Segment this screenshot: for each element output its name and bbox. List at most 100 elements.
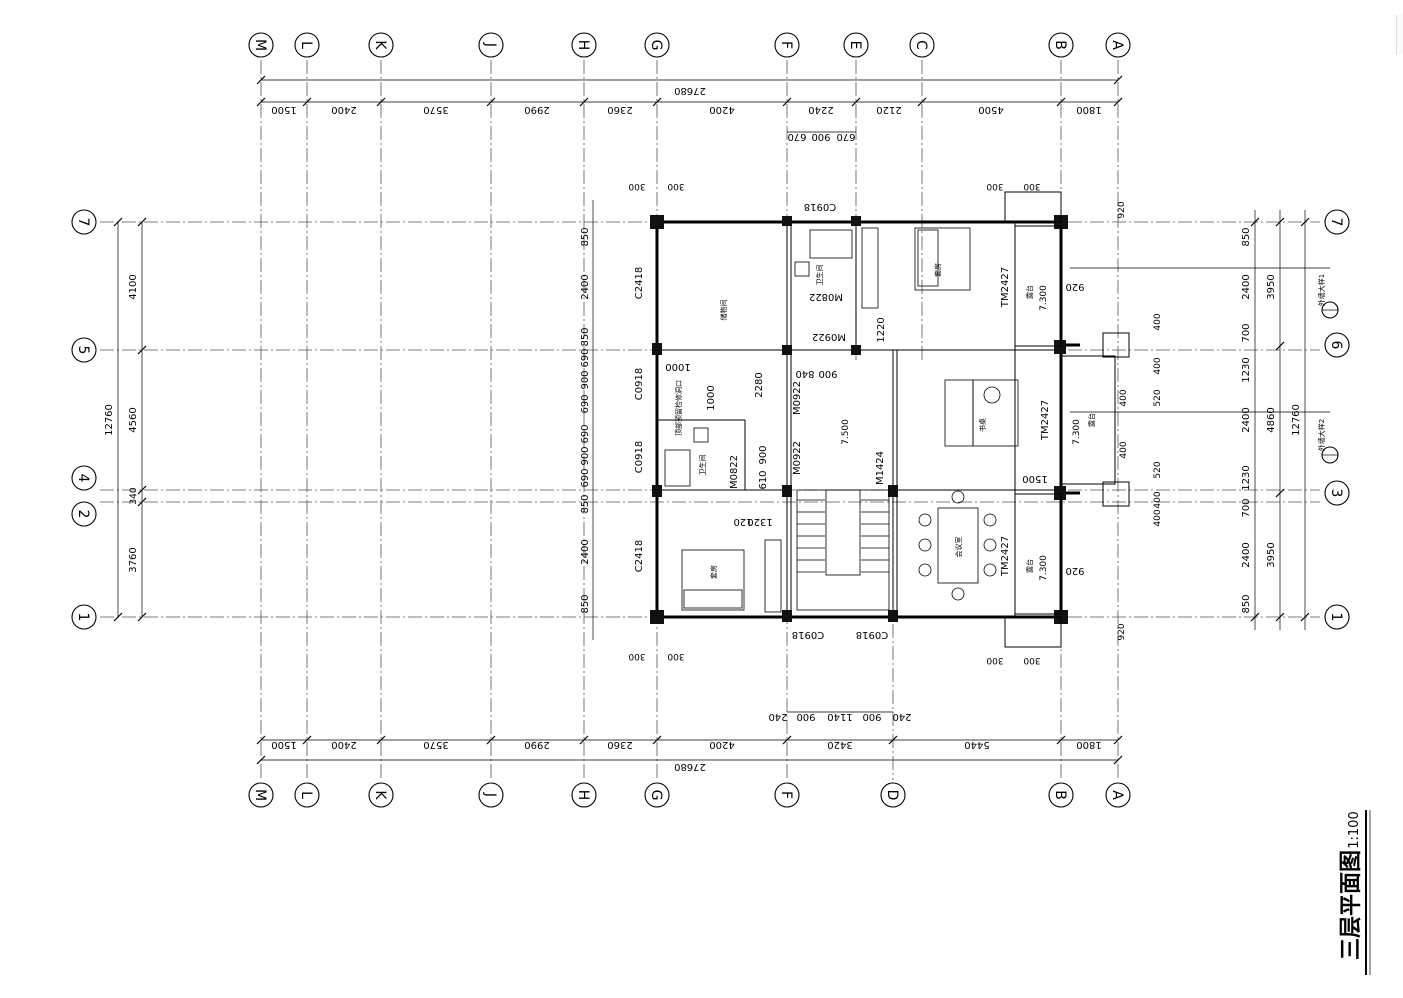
top-dimension-chain: 27680 1500 2400 3570 2990 2360 4200 2240… <box>256 75 1123 142</box>
svg-text:520: 520 <box>1153 461 1163 478</box>
svg-text:300: 300 <box>1023 655 1040 665</box>
svg-text:690: 690 <box>580 468 591 487</box>
svg-text:储物间: 储物间 <box>719 300 728 321</box>
dim-left-seg-3: 3760 <box>128 547 139 572</box>
svg-text:7.500: 7.500 <box>841 419 851 445</box>
axis-bubble-J-bottom: J <box>478 782 504 808</box>
svg-text:F: F <box>778 791 794 799</box>
scrollbar[interactable] <box>1396 15 1403 55</box>
svg-text:300: 300 <box>628 181 645 191</box>
svg-text:300: 300 <box>628 651 645 661</box>
svg-text:900: 900 <box>818 368 837 379</box>
axis-bubble-6-right: 6 <box>1324 332 1350 358</box>
svg-text:850: 850 <box>580 227 591 246</box>
dim-right-seg-2: 700 <box>1241 323 1252 342</box>
dim-top-seg-2: 3570 <box>423 104 448 115</box>
axis-bubble-5-left: 5 <box>71 337 97 363</box>
axis-bubble-2-left: 2 <box>71 501 97 527</box>
svg-text:300: 300 <box>986 655 1003 665</box>
dim-top-seg-5: 4200 <box>709 104 734 115</box>
svg-text:1: 1 <box>75 613 91 622</box>
dim-top-detail-0: 670 <box>787 131 806 142</box>
dim-bottom-seg-0: 1500 <box>271 739 296 750</box>
axis-bubble-4-left: 4 <box>71 465 97 491</box>
svg-text:H: H <box>575 40 591 51</box>
svg-text:C0918: C0918 <box>634 368 645 400</box>
svg-text:6: 6 <box>1328 341 1344 350</box>
svg-text:7.300: 7.300 <box>1072 419 1082 445</box>
dim-top-seg-9: 1800 <box>1076 104 1101 115</box>
svg-text:610: 610 <box>758 470 769 489</box>
axis-bubble-L-bottom: L <box>294 782 320 808</box>
svg-text:300: 300 <box>986 181 1003 191</box>
dim-right-sub-2: 3950 <box>1266 542 1277 567</box>
dim-top-seg-8: 4500 <box>978 104 1003 115</box>
svg-text:G: G <box>648 40 664 51</box>
svg-text:F: F <box>778 41 794 49</box>
toilet-icon <box>794 261 810 277</box>
dim-right-seg-3: 1230 <box>1241 357 1252 382</box>
dim-right-seg-5: 1230 <box>1241 465 1252 490</box>
svg-text:C0918: C0918 <box>856 629 888 640</box>
svg-text:1000: 1000 <box>665 361 690 372</box>
svg-text:1: 1 <box>1328 613 1344 622</box>
svg-text:书桌: 书桌 <box>978 418 987 432</box>
svg-text:M1424: M1424 <box>875 451 886 485</box>
dim-top-total: 27680 <box>674 85 706 96</box>
svg-text:露台: 露台 <box>1025 559 1034 573</box>
dim-left-seg-1: 4560 <box>128 407 139 432</box>
svg-text:7: 7 <box>75 218 91 227</box>
svg-text:K: K <box>372 790 388 800</box>
axis-bubble-1-left: 1 <box>71 604 97 630</box>
dim-right-sub-0: 3950 <box>1266 274 1277 299</box>
svg-text:920: 920 <box>1065 281 1084 292</box>
svg-text:7.300: 7.300 <box>1039 555 1049 581</box>
svg-text:L: L <box>298 41 314 49</box>
svg-text:2: 2 <box>75 510 91 519</box>
bed-icon <box>914 227 971 291</box>
svg-text:1000: 1000 <box>706 385 717 410</box>
svg-text:2400: 2400 <box>580 539 591 564</box>
dim-top-seg-7: 2120 <box>876 104 901 115</box>
dim-top-seg-0: 1500 <box>271 104 296 115</box>
svg-text:L: L <box>298 791 314 799</box>
bottom-axis-bubbles: M L K J H G F D B A <box>248 782 1131 808</box>
svg-text:A: A <box>1109 40 1125 50</box>
svg-text:M0922: M0922 <box>792 441 803 475</box>
svg-text:露台: 露台 <box>1087 413 1096 427</box>
svg-text:400: 400 <box>1119 389 1129 406</box>
svg-text:400: 400 <box>1153 509 1163 526</box>
svg-text:C2418: C2418 <box>634 267 645 299</box>
dim-left-total: 12760 <box>104 404 115 436</box>
svg-text:3: 3 <box>1328 489 1344 498</box>
svg-text:920: 920 <box>1117 623 1127 640</box>
dim-right-seg-0: 850 <box>1241 227 1252 246</box>
svg-text:C0918: C0918 <box>634 441 645 473</box>
dim-bottom-total: 27680 <box>674 761 706 772</box>
svg-text:400: 400 <box>1119 441 1129 458</box>
svg-text:C: C <box>913 40 929 50</box>
right-axis-bubbles: 7 6 3 1 <box>1324 209 1350 630</box>
staircase <box>796 489 890 611</box>
opening-labels: C0918 C0918 C0918 C0918 C0918 C2418 C241… <box>634 201 1051 640</box>
svg-text:300: 300 <box>667 181 684 191</box>
dim-bottom-detail-4: 240 <box>892 711 911 722</box>
svg-text:920: 920 <box>1065 565 1084 576</box>
svg-text:7.300: 7.300 <box>1039 285 1049 311</box>
svg-text:1500: 1500 <box>1022 473 1047 484</box>
dim-bottom-seg-7: 5440 <box>964 739 989 750</box>
svg-text:1220: 1220 <box>876 317 887 342</box>
terraces <box>1004 191 1130 648</box>
axis-bubble-A-bottom: A <box>1105 782 1131 808</box>
svg-text:2280: 2280 <box>754 372 765 397</box>
dim-right-seg-6: 700 <box>1241 498 1252 517</box>
axis-bubble-D-bottom: D <box>880 782 906 808</box>
svg-text:1320: 1320 <box>747 516 772 527</box>
dim-bottom-detail-2: 1140 <box>827 711 852 722</box>
axis-bubble-J-top: J <box>478 32 504 58</box>
bed-icon <box>681 549 745 611</box>
axis-bubble-B-top: B <box>1048 32 1074 58</box>
inner-left-dimension-chain: 850 2400 850 690 900 690 690 900 690 850… <box>580 200 594 640</box>
svg-text:850: 850 <box>580 327 591 346</box>
